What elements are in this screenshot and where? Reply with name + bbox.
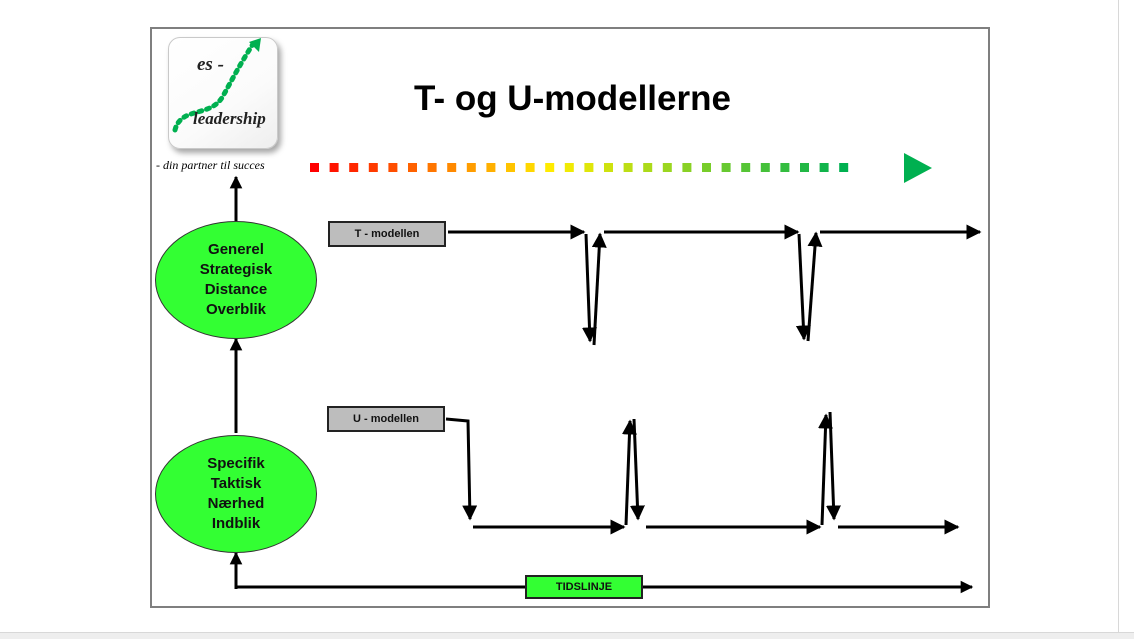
progress-dash: [643, 163, 653, 172]
progress-dash: [329, 163, 339, 172]
progress-dash: [506, 163, 515, 172]
u-model-path: [445, 411, 960, 535]
ellipse-strategic-line-2: Strategisk: [199, 261, 273, 278]
es-leadership-logo: es - leadership: [168, 37, 278, 149]
logo-text-leadership: leadership: [193, 109, 266, 128]
progress-dash: [408, 163, 417, 172]
window-right-edge: [1118, 0, 1134, 638]
ellipse-tactical-line-3: Nærhed: [207, 495, 265, 512]
logo-text-es: es -: [197, 54, 224, 75]
progress-dash: [839, 163, 849, 172]
progress-dash: [741, 163, 751, 172]
progress-dash: [368, 163, 378, 172]
slide: es - leadership - din partner til succes…: [150, 27, 990, 608]
progress-arrowhead-icon: [904, 153, 932, 183]
progress-dash: [800, 163, 809, 172]
progress-dash: [780, 163, 790, 172]
ellipse-tactical-line-4: Indblik: [211, 515, 261, 532]
ellipse-strategic-line-4: Overblik: [205, 301, 266, 318]
window-bottom-edge: [0, 632, 1134, 639]
progress-dash: [349, 163, 359, 172]
logo-tagline: - din partner til succes: [156, 158, 265, 172]
progress-dash: [564, 163, 574, 172]
progress-dash: [702, 163, 711, 172]
progress-dash: [545, 163, 555, 172]
progress-dash: [447, 163, 457, 172]
ellipse-strategic-line-3: Distance: [204, 281, 268, 298]
progress-dash: [682, 163, 692, 172]
t-model-label: T - modellen: [328, 221, 446, 247]
progress-dash: [604, 163, 613, 172]
progress-dash: [486, 163, 496, 172]
ellipse-tactical-line-1: Specifik: [207, 455, 265, 472]
progress-dash: [662, 163, 672, 172]
slide-title: T- og U-modellerne: [414, 79, 731, 118]
progress-dash: [584, 163, 594, 172]
progress-dash: [819, 163, 829, 172]
progress-dash: [466, 163, 476, 172]
progress-dash: [623, 163, 633, 172]
progress-dash: [310, 163, 319, 172]
progress-dash: [427, 163, 437, 172]
t-model-path: [448, 224, 982, 346]
ellipse-tactical: Specifik Taktisk Nærhed Indblik: [155, 435, 317, 553]
u-model-label: U - modellen: [327, 406, 445, 432]
progress-dash: [721, 163, 731, 172]
ellipse-tactical-line-2: Taktisk: [210, 475, 262, 492]
timeline-label: TIDSLINJE: [525, 575, 643, 599]
progress-dash: [760, 163, 770, 172]
progress-dash: [525, 163, 535, 172]
logo-dotted-arrow-icon: [172, 38, 261, 133]
ellipse-strategic-line-1: Generel: [208, 241, 264, 258]
progress-dashed-arrow: [310, 163, 849, 172]
progress-dash: [388, 163, 398, 172]
ellipse-strategic: Generel Strategisk Distance Overblik: [155, 221, 317, 339]
